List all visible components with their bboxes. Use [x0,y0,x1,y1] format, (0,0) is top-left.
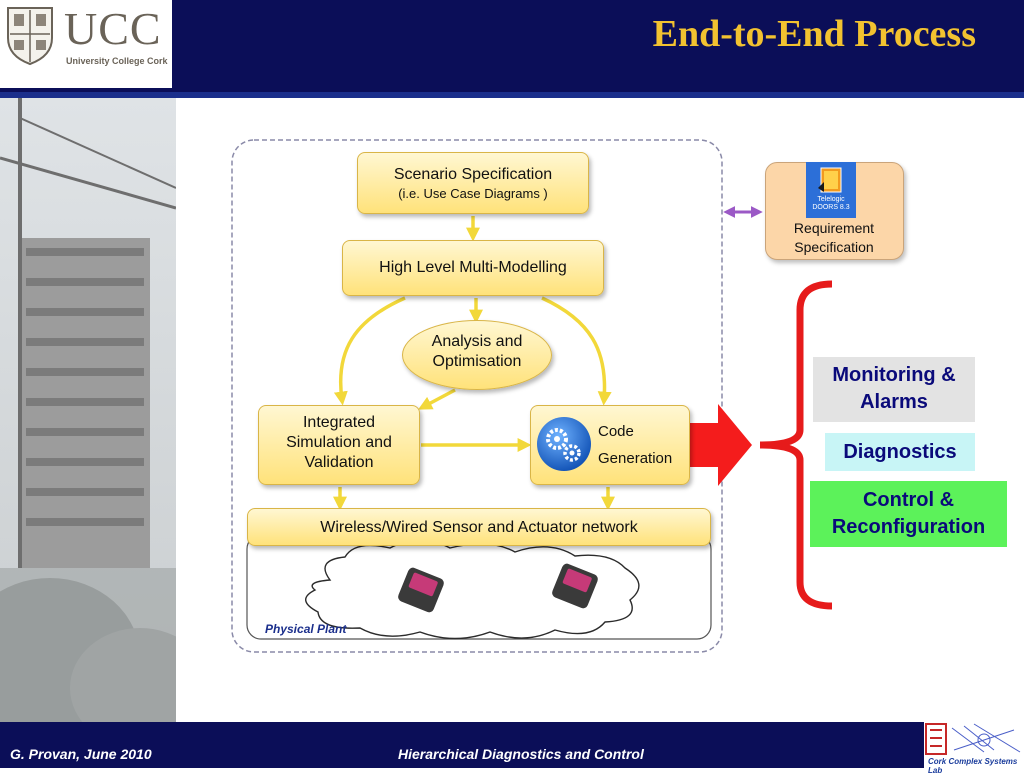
diagnostics-label: Diagnostics [843,441,957,463]
analysis-optimisation-ellipse: Analysis and Optimisation [402,320,552,390]
output-arrow [690,404,752,486]
slide-title: End-to-End Process [652,13,976,55]
scenario-subtitle: (i.e. Use Case Diagrams ) [398,186,548,201]
phone-icon [398,567,444,613]
lab-logo-icon [924,722,1024,768]
arrow-modelling-to-integrated [333,296,406,406]
header-rule [0,92,1024,98]
crest-icon [7,7,53,66]
scenario-title: Scenario Specification [393,166,553,183]
monitoring-alarms-box: Monitoring & Alarms [813,357,975,422]
scenario-specification-box: Scenario Specification (i.e. Use Case Di… [357,152,589,214]
footer-bar [0,722,1024,768]
monitoring-line-2: Alarms [860,391,928,413]
control-reconfiguration-box: Control & Reconfiguration [810,481,1007,547]
requirement-label-line-1: Requirement [793,220,875,236]
requirement-label-line-2: Specification [794,239,874,255]
control-line-1: Control & [862,489,955,511]
process-boundary [231,139,723,653]
sensor-network-label: Wireless/Wired Sensor and Actuator netwo… [320,519,638,536]
control-line-2: Reconfiguration [831,516,986,538]
doors-icon-label: Telelogic DOORS 8.3 [806,196,856,212]
high-level-modelling-box: High Level Multi-Modelling [342,240,604,296]
analysis-line-2: Optimisation [432,353,522,370]
doors-icon [806,162,856,218]
logo-subtitle: University College Cork [66,56,168,66]
codegen-line-1: Code [598,423,634,440]
arrow-analysis-to-integrated [418,388,456,410]
doors-label-line-1: Telelogic [817,196,845,203]
phone-icon [552,563,598,609]
lab-logo-graphic [925,723,1021,755]
building-photo [0,98,176,722]
integrated-simulation-box: Integrated Simulation and Validation [258,405,420,485]
doors-icon-graphic [818,167,842,193]
requirement-label: Requirement Specification [772,219,896,257]
ucc-logo: UCC University College Cork [0,0,172,88]
integrated-line-2: Simulation and [286,434,392,451]
arrow-modelling-to-codegen [541,296,612,406]
diagnostics-box: Diagnostics [825,433,975,471]
doors-label-line-2: DOORS 8.3 [812,204,850,211]
physical-plant-label: Physical Plant [265,622,347,636]
codegen-line-2: Generation [598,450,673,467]
sensor-network-box: Wireless/Wired Sensor and Actuator netwo… [247,508,711,546]
lab-logo-text: Cork Complex Systems Lab [928,757,1018,775]
capability-bracket [759,280,833,610]
integrated-line-3: Validation [304,454,374,471]
analysis-line-1: Analysis and [431,333,523,350]
footer-title: Hierarchical Diagnostics and Control [398,746,644,762]
integrated-line-1: Integrated [302,414,376,431]
gears-icon [537,417,591,471]
footer-author: G. Provan, June 2010 [10,746,152,762]
logo-wordmark: UCC [64,3,162,54]
monitoring-line-1: Monitoring & [832,364,956,386]
high-level-modelling-label: High Level Multi-Modelling [379,259,567,276]
